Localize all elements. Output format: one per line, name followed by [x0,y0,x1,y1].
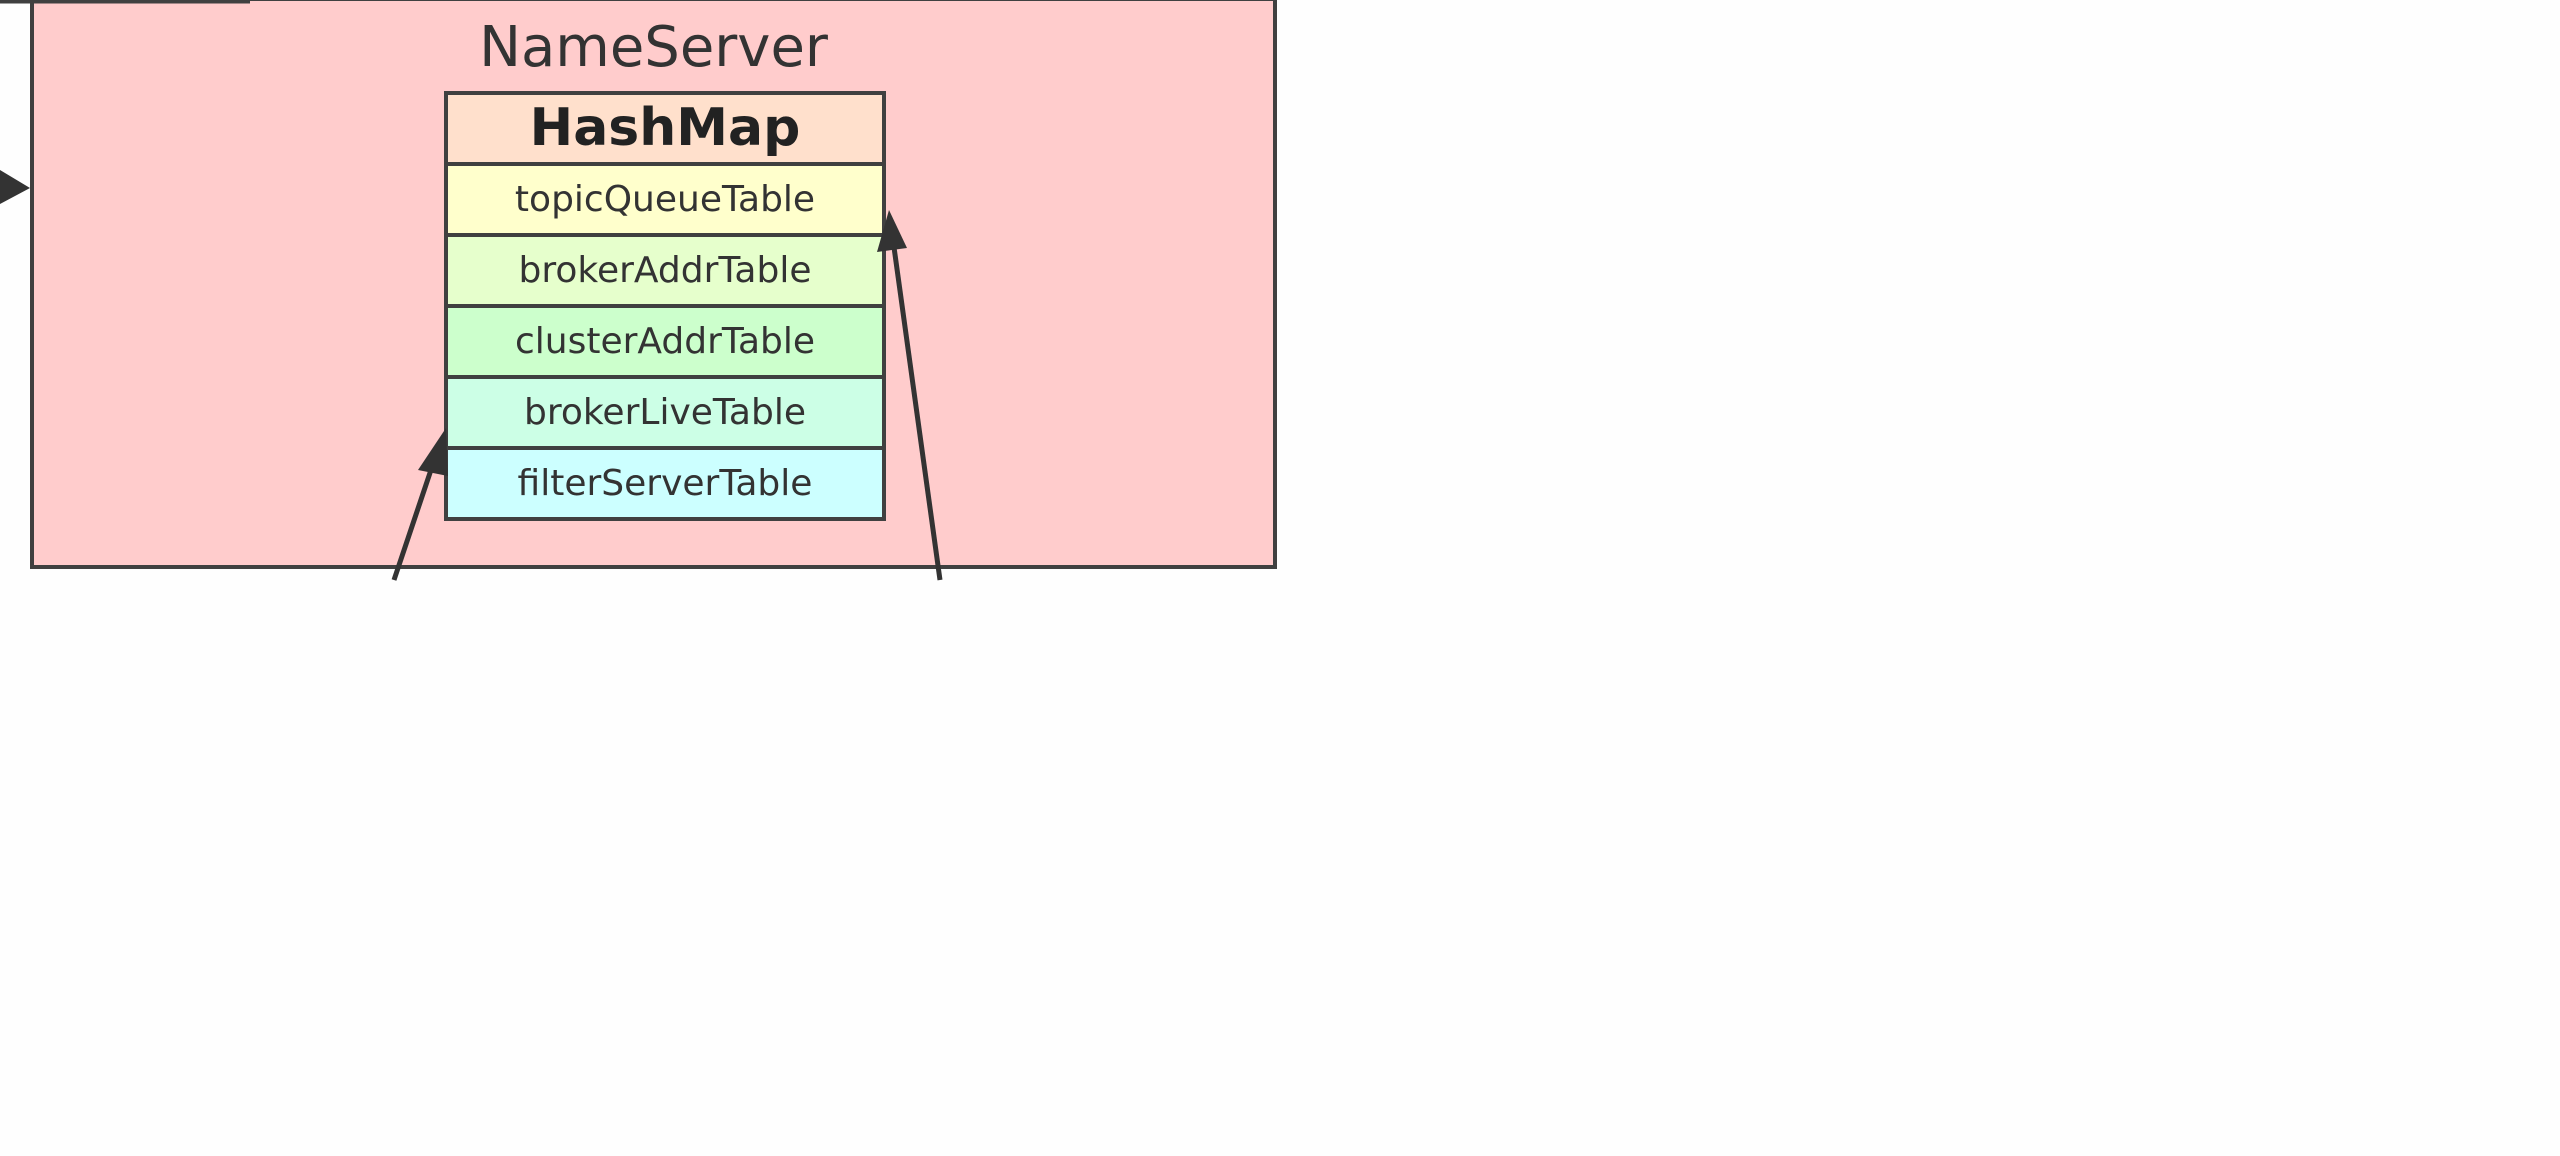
nameserver-title: NameServer [479,15,828,80]
hashmap-table: HashMap topicQueueTable brokerAddrTable … [444,91,886,521]
table-row-broker-addr: brokerAddrTable [444,233,886,308]
table-row-broker-live: brokerLiveTable [444,375,886,450]
table-row-filter-server: filterServerTable [444,446,886,521]
hashmap-header: HashMap [444,91,886,166]
left-arrowhead [0,170,30,204]
table-row-cluster-addr: clusterAddrTable [444,304,886,379]
table-row-topic-queue: topicQueueTable [444,162,886,237]
